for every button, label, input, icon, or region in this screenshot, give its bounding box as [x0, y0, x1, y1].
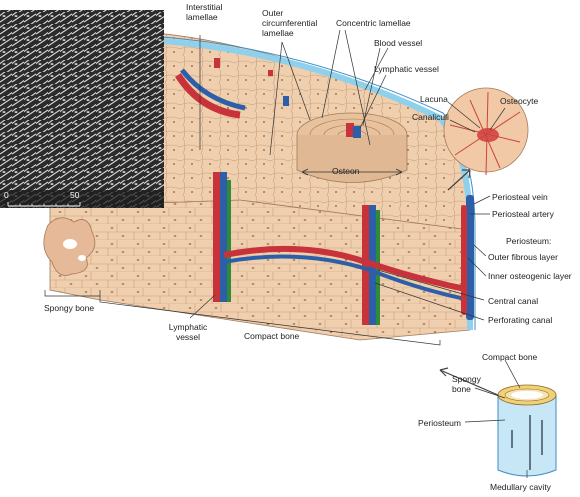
osteon-vessel-red	[346, 123, 354, 137]
label-compact-bone: Compact bone	[244, 331, 300, 341]
vertical-vein-left	[220, 172, 227, 302]
label-spongy-bone: Spongy bone	[44, 303, 95, 313]
periosteal-vein-shape	[466, 195, 474, 320]
label-periosteum-heading: Periosteum:	[506, 236, 552, 246]
vertical-artery-left	[213, 172, 221, 302]
inset-arrow	[439, 369, 499, 396]
magnify-arrow	[447, 169, 471, 191]
compact-bone-bracket	[99, 296, 441, 346]
label-concentric-lamellae: Concentric lamellae	[336, 18, 411, 28]
label-outer-circumferential-lamellae: Outer circumferential lamellae	[262, 8, 318, 38]
label-osteocyte: Osteocyte	[500, 96, 539, 106]
spongy-bone-bracket	[44, 290, 101, 297]
perforating-vessel-blue	[223, 254, 471, 302]
label-lymphatic-vessel-top: Lymphatic vessel	[374, 64, 439, 74]
label-lacuna: Lacuna	[420, 94, 448, 104]
label-inset-spongy-bone: Spongy bone	[452, 374, 481, 394]
periosteum-layer	[149, 37, 473, 330]
label-canaliculi: Canaliculi	[412, 112, 449, 122]
label-inner-osteogenic-layer: Inner osteogenic layer	[488, 271, 572, 281]
periosteal-artery-shape	[461, 205, 467, 315]
label-perforating-canal: Perforating canal	[488, 315, 553, 325]
label-interstitial-lamellae: Interstitial lamellae	[186, 2, 223, 22]
small-canal-1	[214, 58, 220, 68]
micrograph-image	[0, 10, 164, 208]
label-periosteal-vein: Periosteal vein	[492, 192, 548, 202]
scale-end-label: 50	[70, 190, 80, 200]
label-inset-compact-bone: Compact bone	[482, 352, 538, 362]
label-osteon: Osteon	[332, 166, 360, 176]
top-vessel-left	[175, 73, 241, 119]
label-periosteal-artery: Periosteal artery	[492, 209, 554, 219]
perforating-vessel-red	[223, 245, 471, 293]
label-blood-vessel: Blood vessel	[374, 38, 423, 48]
small-canal-2	[283, 96, 289, 106]
label-lymphatic-vessel-bottom: Lymphatic vessel	[168, 322, 208, 342]
osteocyte-magnified	[443, 87, 529, 176]
label-central-canal: Central canal	[488, 296, 539, 306]
label-medullary-cavity: Medullary cavity	[490, 482, 551, 492]
label-outer-fibrous-layer: Outer fibrous layer	[488, 252, 558, 262]
osteon-vessel-blue	[353, 126, 361, 138]
scale-start-label: 0	[4, 190, 9, 200]
label-inset-periosteum: Periosteum	[418, 418, 461, 428]
lymphatic-vessel-left	[227, 180, 231, 302]
